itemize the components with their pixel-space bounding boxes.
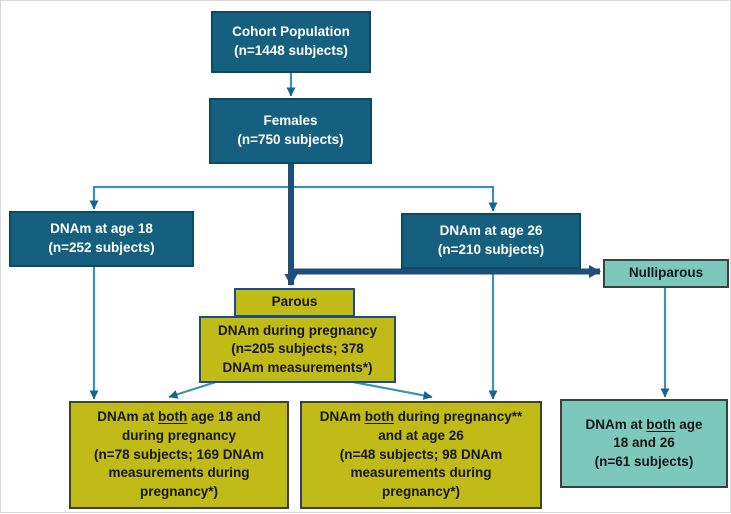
box-nulliparous-text: Nulliparous	[628, 265, 704, 281]
box-both-pregnancy-and-age26: DNAm both during pregnancy**and at age 2…	[300, 401, 542, 509]
box-dnam-age18: DNAm at age 18(n=252 subjects)	[9, 211, 194, 267]
box-parous-text: Parous	[271, 294, 318, 310]
box-cohort-population-text: Cohort Population(n=1448 subjects)	[232, 24, 350, 58]
box-dnam-age26-text: DNAm at age 26(n=210 subjects)	[437, 223, 545, 257]
box-both-pregnancy-and-age26-text: DNAm both during pregnancy**and at age 2…	[319, 409, 523, 499]
box-dnam-age18-text: DNAm at age 18(n=252 subjects)	[48, 221, 155, 255]
box-dnam-during-pregnancy: DNAm during pregnancy(n=205 subjects; 37…	[199, 316, 396, 383]
box-nulliparous: Nulliparous	[603, 259, 729, 288]
box-dnam-during-pregnancy-text: DNAm during pregnancy(n=205 subjects; 37…	[217, 322, 377, 375]
box-females-text: Females(n=750 subjects)	[237, 113, 344, 147]
box-cohort-population: Cohort Population(n=1448 subjects)	[211, 11, 371, 73]
box-parous: Parous	[234, 288, 355, 317]
box-dnam-age26: DNAm at age 26(n=210 subjects)	[401, 213, 581, 269]
box-females: Females(n=750 subjects)	[209, 98, 372, 164]
arrow-pregnancy-to-both18preg	[168, 380, 217, 399]
arrow-pregnancy-to-bothpreg26	[352, 380, 433, 400]
